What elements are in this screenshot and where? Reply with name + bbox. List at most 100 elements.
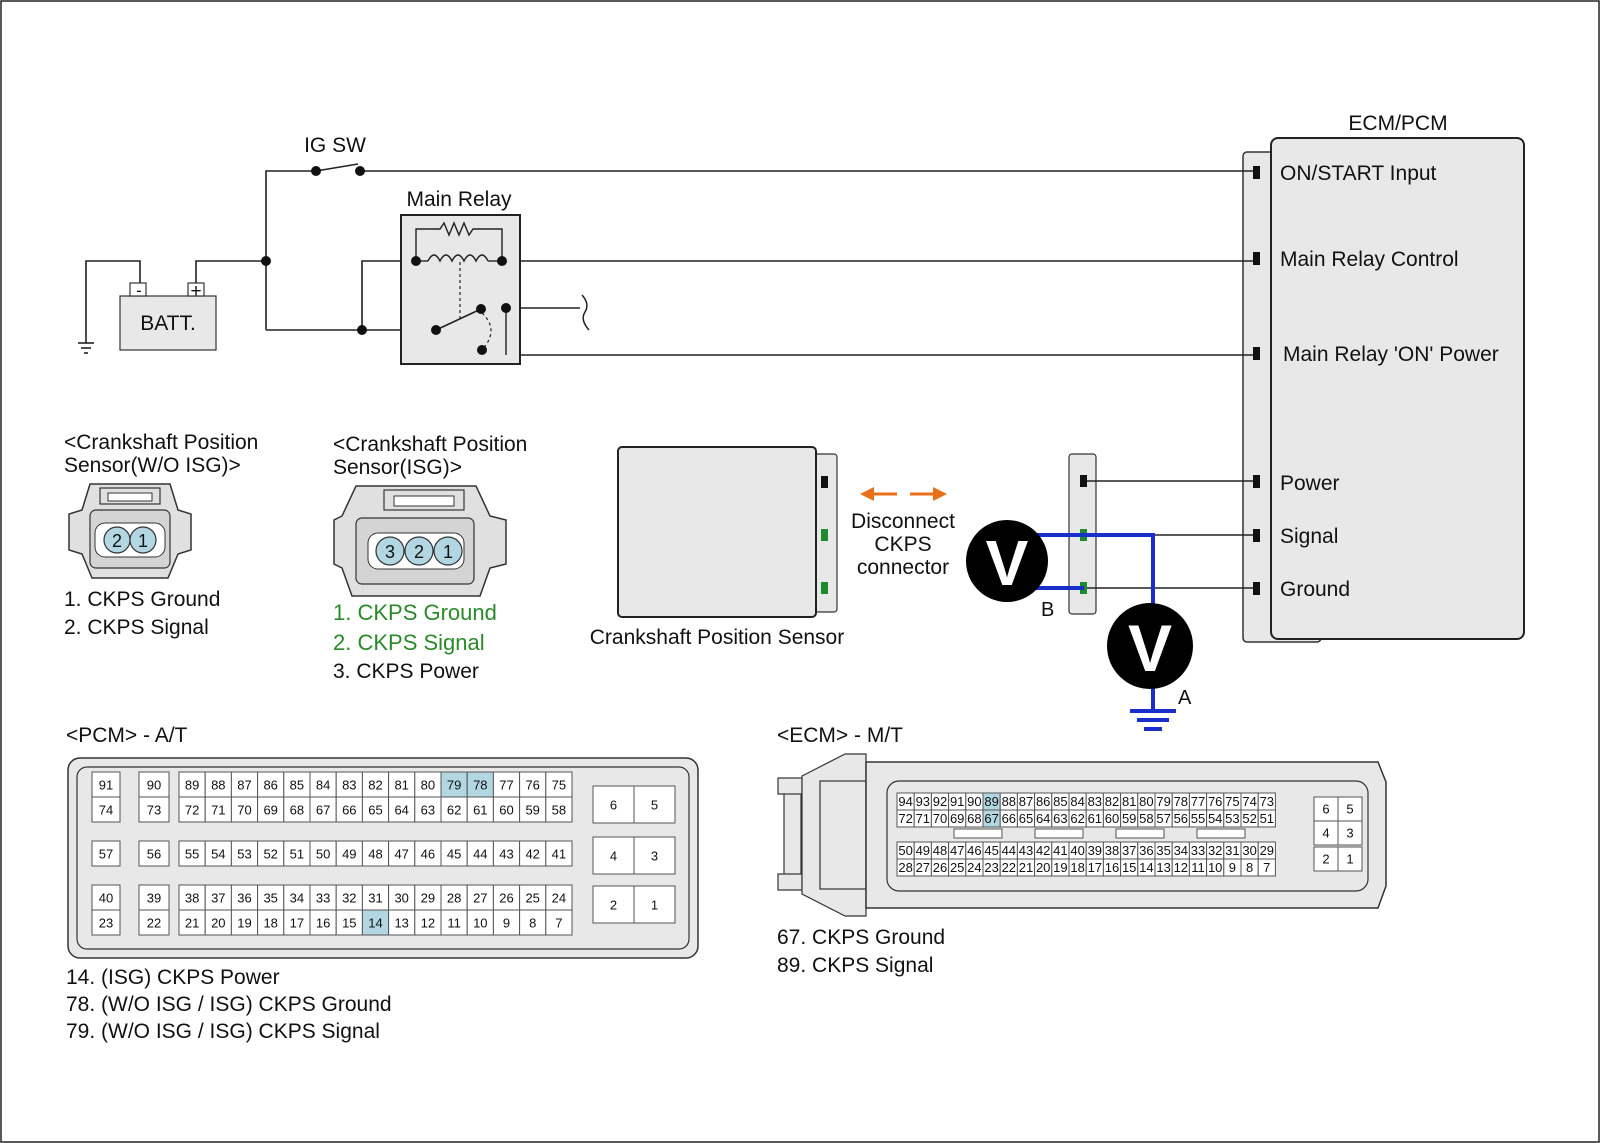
pcm-pin-75: 75: [552, 778, 566, 793]
pcm-pin-cell-48: [361, 840, 390, 867]
pin-label-on-start: ON/START Input: [1280, 162, 1437, 185]
ecm-pin-76: 76: [1208, 794, 1222, 809]
pcm-pin-71: 71: [211, 803, 225, 818]
pcm-pin-81: 81: [394, 778, 408, 793]
pcm-pin-66: 66: [342, 803, 356, 818]
ecm-pin-17: 17: [1088, 860, 1102, 875]
ecm-pin-55: 55: [1191, 811, 1205, 826]
ecm-pin-47: 47: [950, 843, 964, 858]
ecm-pin-79: 79: [1156, 794, 1170, 809]
pcm-pin-87: 87: [237, 778, 251, 793]
pcm-pin-58: 58: [552, 803, 566, 818]
voltmeter-a-symbol: V: [1128, 611, 1172, 685]
pin-label-relay-control: Main Relay Control: [1280, 248, 1459, 271]
ecm-pin-14: 14: [1139, 860, 1153, 875]
voltmeter-b-symbol: V: [986, 527, 1029, 599]
pcm-pin-cell-56: [138, 840, 170, 867]
pcm-pin-cell-51: [283, 840, 311, 867]
pcm-pin-7: 7: [555, 916, 562, 931]
ecm-pin-37: 37: [1122, 843, 1136, 858]
pcm-pin-cell-85: [283, 771, 311, 798]
pcm-pin-25: 25: [525, 891, 539, 906]
pcm-pin-35: 35: [263, 891, 277, 906]
ecm-pin-29: 29: [1260, 843, 1274, 858]
pcm-pin-cell-50: [309, 840, 337, 867]
pcm-legend-2: 78. (W/O ISG / ISG) CKPS Ground: [66, 993, 392, 1016]
ecm-pin-35: 35: [1156, 843, 1170, 858]
sensor-isg-legend-1: 1. CKPS Ground: [333, 600, 497, 625]
ecm-pin-83: 83: [1088, 794, 1102, 809]
ecm-pin-93: 93: [916, 794, 930, 809]
ecm-pin-12: 12: [1174, 860, 1188, 875]
pcm-pin-cell-41: [545, 840, 573, 867]
ecm-pin-4: 4: [1322, 825, 1329, 840]
pcm-pin-cell-19: [230, 909, 259, 936]
pcm-pin-cell-43: [492, 840, 521, 867]
main-relay-label: Main Relay: [406, 188, 512, 211]
pcm-pin-83: 83: [342, 778, 356, 793]
ecm-pin-49: 49: [916, 843, 930, 858]
pcm-pin-77: 77: [499, 778, 513, 793]
pin-label-power: Power: [1280, 472, 1340, 495]
pcm-pin-cell-33: [309, 884, 337, 911]
pcm-pin-31: 31: [368, 891, 382, 906]
ecm-pin-11: 11: [1191, 860, 1205, 875]
ecm-pin-21: 21: [1019, 860, 1033, 875]
pcm-pin-84: 84: [316, 778, 330, 793]
pcm-pin-6: 6: [610, 798, 617, 813]
disconnect-line-1: Disconnect: [851, 510, 955, 533]
pcm-pin-cell-90: [138, 771, 170, 798]
pcm-pin-70: 70: [237, 803, 251, 818]
pcm-pin-cell-83: [335, 771, 363, 798]
pcm-pin-5: 5: [651, 798, 658, 813]
disconnect-line-2: CKPS: [874, 533, 931, 556]
sensor-wo-isg-title-2: Sensor(W/O ISG)>: [64, 454, 241, 477]
ecm-pin-66: 66: [1002, 811, 1016, 826]
sensor-isg-legend-3: 3. CKPS Power: [333, 660, 479, 683]
pcm-pin-cell-3: [633, 836, 676, 875]
pcm-pin-cell-31: [361, 884, 390, 911]
ecm-pin-39: 39: [1088, 843, 1102, 858]
pcm-pin-cell-21: [178, 909, 206, 936]
pcm-pin-1: 1: [651, 898, 658, 913]
pcm-pin-90: 90: [147, 778, 161, 793]
pcm-pin-cell-80: [414, 771, 442, 798]
ecm-pin-74: 74: [1242, 794, 1256, 809]
ecm-pin-46: 46: [967, 843, 981, 858]
ecm-pin-24: 24: [967, 860, 981, 875]
ecm-pin-78: 78: [1174, 794, 1188, 809]
pcm-pin-cell-6: [592, 785, 635, 824]
ecm-pin-cell-4: [1313, 820, 1339, 846]
ecm-pin-48: 48: [933, 843, 947, 858]
battery-label: BATT.: [140, 312, 196, 335]
pcm-pin-32: 32: [342, 891, 356, 906]
pcm-pin-cell-87: [230, 771, 259, 798]
pcm-pin-cell-66: [335, 796, 363, 823]
battery: - + BATT.: [119, 281, 217, 351]
pcm-pin-30: 30: [394, 891, 408, 906]
pcm-pin-46: 46: [421, 847, 435, 862]
pcm-pin-65: 65: [368, 803, 382, 818]
pcm-pin-cell-68: [283, 796, 311, 823]
ecm-pin-82: 82: [1105, 794, 1119, 809]
pcm-pin-cell-60: [492, 796, 521, 823]
pcm-pin-44: 44: [473, 847, 487, 862]
ecm-pin-cell-3: [1337, 820, 1363, 846]
pcm-pin-45: 45: [447, 847, 461, 862]
pcm-pin-52: 52: [263, 847, 277, 862]
ecm-pin-67: 67: [984, 811, 998, 826]
pcm-pin-cell-61: [466, 796, 494, 823]
ecm-pin-19: 19: [1053, 860, 1067, 875]
ecm-pin-31: 31: [1225, 843, 1239, 858]
pcm-pin-cell-9: [492, 909, 521, 936]
disconnect-arrows: [860, 487, 947, 501]
pcm-pin-82: 82: [368, 778, 382, 793]
ecm-pin-91: 91: [950, 794, 964, 809]
pcm-pin-cell-91: [91, 771, 121, 798]
pcm-pin-cell-34: [283, 884, 311, 911]
ecm-pin-33: 33: [1191, 843, 1205, 858]
pcm-pin-33: 33: [316, 891, 330, 906]
